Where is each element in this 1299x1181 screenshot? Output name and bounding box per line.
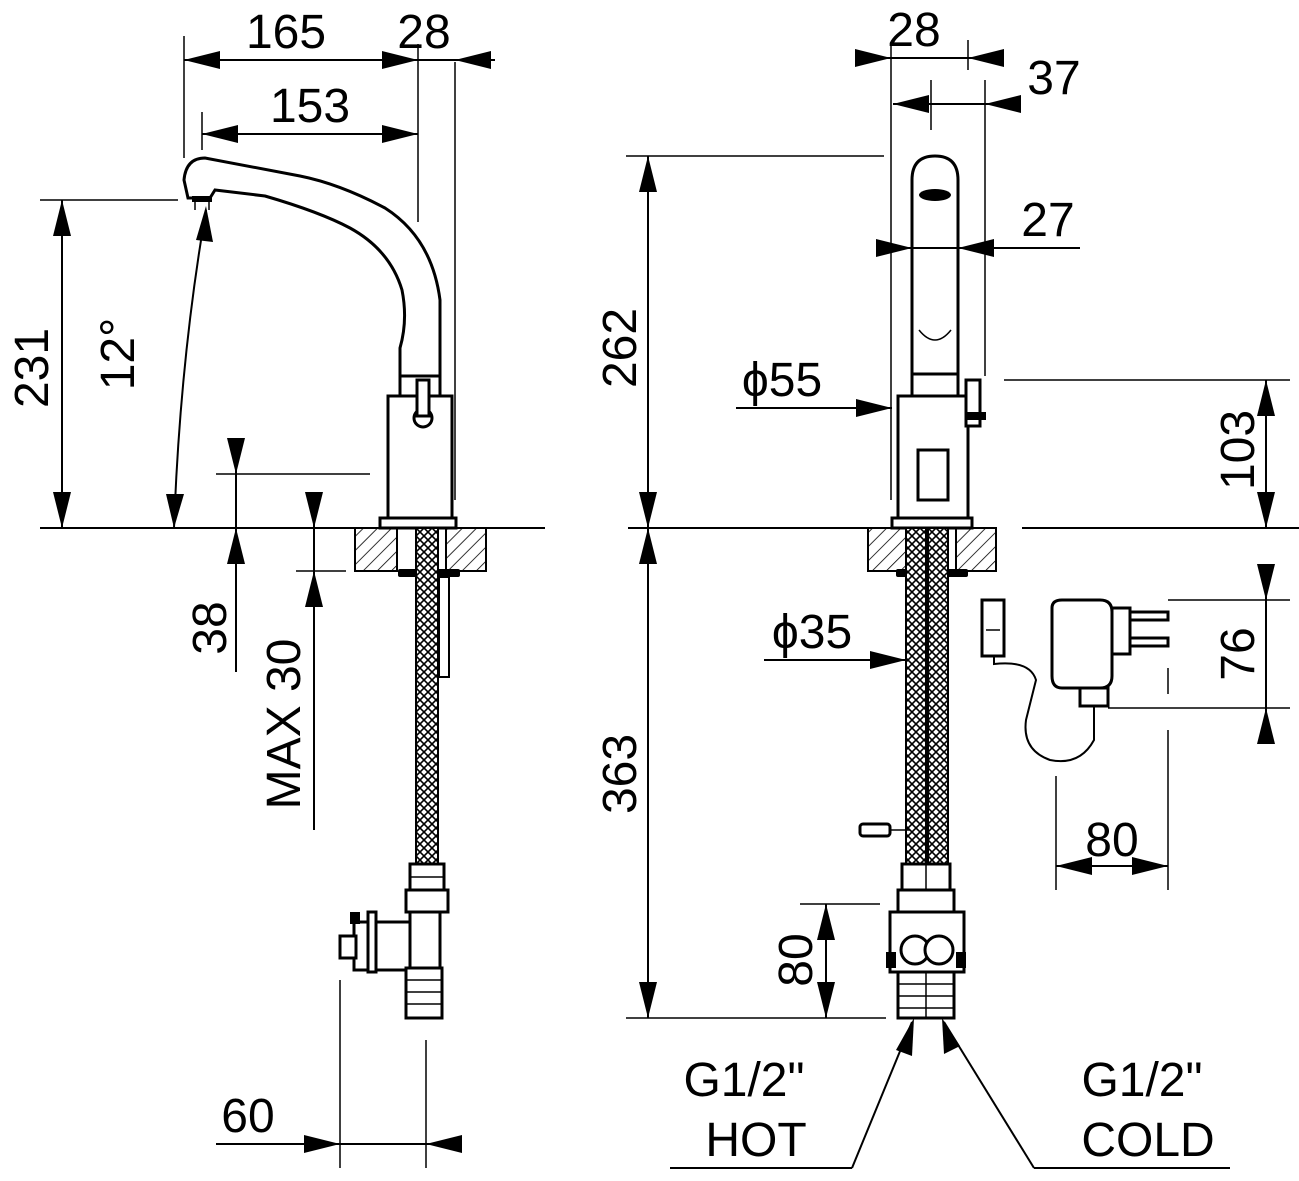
dim-width-total: 165	[246, 6, 326, 59]
dim-adapter-height: 76	[1212, 627, 1265, 680]
dim-valve-offset: 60	[221, 1090, 274, 1143]
dim-adapter-width: 80	[1085, 814, 1138, 867]
dim-width-body: 28	[397, 6, 450, 59]
power-adapter	[980, 598, 1170, 762]
dim-sensor-offset: 37	[1027, 52, 1080, 105]
countertop-section-front	[867, 527, 997, 572]
hot-thread-label: G1/2"	[683, 1054, 804, 1107]
dim-valve-height: 80	[770, 933, 823, 986]
cold-thread-label: G1/2"	[1081, 1054, 1202, 1107]
dim-height: 231	[6, 328, 59, 408]
faucet-front	[858, 154, 986, 1020]
dim-body-height: 103	[1212, 410, 1265, 490]
solenoid-valve	[338, 910, 444, 1020]
front-view: 28 37 27 ϕ55 262 363 103 ϕ35	[594, 4, 1299, 1169]
countertop-section	[354, 527, 487, 572]
dim-body-diameter: ϕ55	[742, 354, 822, 407]
dim-hose-length: 363	[594, 734, 647, 814]
dim-hole-diameter: ϕ35	[772, 606, 852, 659]
dim-reach: 153	[270, 80, 350, 133]
dim-thickness: 38	[184, 601, 237, 654]
dim-body-width: 28	[887, 4, 940, 57]
dim-max-thickness: MAX 30	[258, 639, 311, 810]
dim-spout-width: 27	[1021, 194, 1074, 247]
side-view: 165 28 153 231 12° 38 MAX 30 60	[6, 6, 545, 1168]
cold-label: COLD	[1081, 1114, 1214, 1167]
faucet-side	[182, 156, 460, 1020]
dim-total-height: 262	[594, 308, 647, 388]
hot-label: HOT	[705, 1114, 806, 1167]
dim-angle: 12°	[92, 318, 145, 391]
